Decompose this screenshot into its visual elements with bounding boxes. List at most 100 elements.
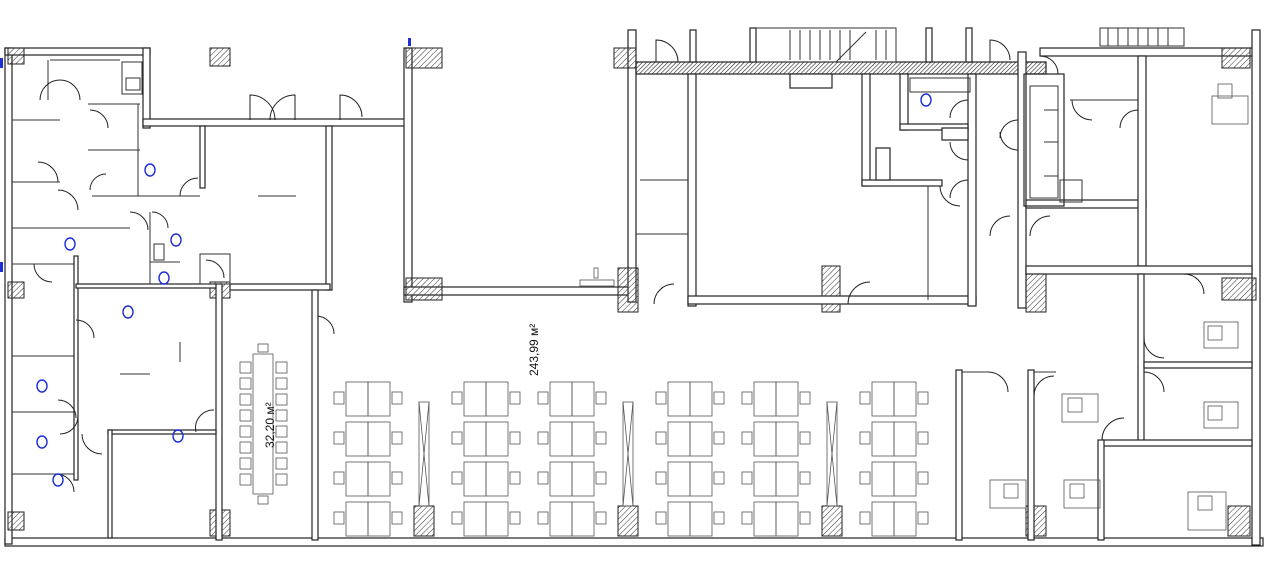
- door-swing-icon: [249, 94, 276, 121]
- desk-chair-icon: [917, 431, 929, 445]
- door-swing-icon: [1039, 55, 1059, 75]
- desk-chair-icon: [391, 471, 403, 485]
- desk-chair-icon: [391, 431, 403, 445]
- door-swing-icon: [949, 141, 969, 161]
- column-icon: [7, 281, 25, 299]
- desk-chair-icon: [655, 431, 667, 445]
- column-icon: [613, 47, 637, 69]
- door-swing-icon: [989, 215, 1011, 237]
- desk-chair-icon: [239, 425, 252, 438]
- desk-chair-icon: [595, 511, 607, 525]
- desk-chair-icon: [275, 473, 288, 486]
- door-swing-icon: [195, 409, 215, 433]
- door-swing-icon: [89, 109, 109, 129]
- meeting-room-area-label: 32,20 м²: [263, 402, 277, 448]
- desk-icon: [871, 461, 895, 497]
- desk-chair-icon: [713, 431, 725, 445]
- desk-icon: [893, 381, 917, 417]
- desk-icon: [485, 421, 509, 457]
- right-wing-partitions: [636, 27, 1253, 541]
- column-icon: [405, 47, 443, 69]
- desk-chair-icon: [859, 391, 871, 405]
- desk-icon: [463, 461, 487, 497]
- columns: [7, 47, 1257, 537]
- office-furniture: [989, 83, 1249, 531]
- outlet-icon: [172, 429, 184, 443]
- desk-chair-icon: [799, 471, 811, 485]
- desk-chair-icon: [275, 457, 288, 470]
- door-swing-icon: [269, 94, 296, 121]
- desk-chair-icon: [655, 391, 667, 405]
- desk-icon: [775, 381, 799, 417]
- desk-icon: [871, 421, 895, 457]
- column-icon: [821, 265, 841, 313]
- desk-chair-icon: [799, 511, 811, 525]
- outlet-icon: [122, 305, 134, 319]
- desk-chair-icon: [275, 409, 288, 422]
- desk-icon: [549, 461, 573, 497]
- desk-icon: [485, 501, 509, 537]
- column-icon: [821, 505, 843, 537]
- desk-chair-icon: [1067, 397, 1083, 413]
- desk-icon: [775, 501, 799, 537]
- open-office-area-label: 243,99 м²: [527, 324, 541, 376]
- door-swing-icon: [57, 189, 79, 211]
- desk-icon: [345, 421, 369, 457]
- desk-chair-icon: [595, 431, 607, 445]
- desk-icon: [753, 381, 777, 417]
- desk-chair-icon: [333, 471, 345, 485]
- desk-icon: [345, 501, 369, 537]
- desk-icon: [667, 381, 691, 417]
- left-wing-doors: [33, 79, 363, 493]
- desk-icon: [667, 501, 691, 537]
- door-swing-icon: [949, 179, 969, 199]
- outlet-icon: [52, 473, 64, 487]
- door-swing-icon: [1033, 375, 1055, 397]
- desk-icon: [463, 421, 487, 457]
- desk-chair-icon: [799, 431, 811, 445]
- right-wing-doors: [653, 39, 1205, 441]
- desk-icon: [571, 381, 595, 417]
- desk-chair-icon: [741, 511, 753, 525]
- desk-chair-icon: [333, 431, 345, 445]
- door-swing-icon: [151, 211, 169, 229]
- outlet-icon: [36, 379, 48, 393]
- desk-icon: [753, 461, 777, 497]
- desk-icon: [667, 421, 691, 457]
- desk-chair-icon: [1217, 83, 1233, 99]
- desk-chair-icon: [333, 391, 345, 405]
- desk-chair-icon: [239, 473, 252, 486]
- desk-chair-icon: [1069, 483, 1085, 499]
- desk-icon: [689, 501, 713, 537]
- desk-chair-icon: [239, 457, 252, 470]
- desk-icon: [571, 501, 595, 537]
- desk-icon: [367, 461, 391, 497]
- desk-icon: [775, 421, 799, 457]
- desk-icon: [689, 381, 713, 417]
- desk-chair-icon: [451, 471, 463, 485]
- door-swing-icon: [949, 99, 969, 119]
- door-swing-icon: [1119, 109, 1139, 129]
- desk-chair-icon: [275, 441, 288, 454]
- desk-icon: [549, 421, 573, 457]
- desk-chair-icon: [595, 471, 607, 485]
- desk-icon: [667, 461, 691, 497]
- desk-chair-icon: [859, 471, 871, 485]
- door-swing-icon: [989, 39, 1011, 62]
- desk-chair-icon: [713, 471, 725, 485]
- desk-icon: [485, 381, 509, 417]
- desk-chair-icon: [333, 511, 345, 525]
- column-icon: [1221, 277, 1257, 301]
- desk-chair-icon: [741, 431, 753, 445]
- column-icon: [413, 505, 435, 537]
- door-swing-icon: [75, 319, 95, 339]
- column-icon: [7, 511, 25, 531]
- desk-chair-icon: [537, 431, 549, 445]
- desk-chair-icon: [799, 391, 811, 405]
- desk-chair-icon: [917, 391, 929, 405]
- door-swing-icon: [655, 39, 679, 63]
- desk-icon: [345, 461, 369, 497]
- desk-chair-icon: [537, 511, 549, 525]
- open-office: [311, 267, 929, 541]
